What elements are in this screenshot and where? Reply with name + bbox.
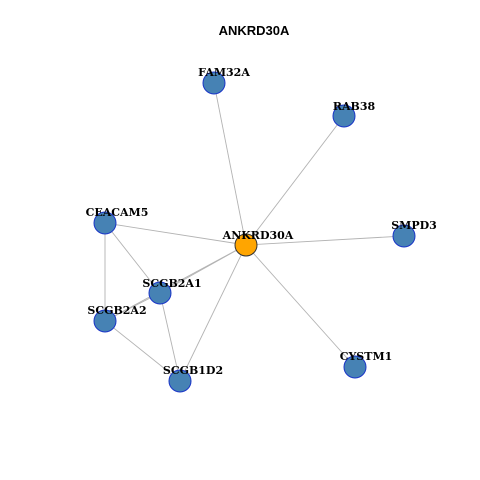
edge-scgb2a1-scgb1d2 — [159, 292, 181, 382]
edge-ankrd30a-cystm1 — [245, 244, 356, 368]
node-label-ankrd30a: ANKRD30A — [222, 229, 294, 242]
node-label-scgb2a1: SCGB2A1 — [142, 277, 201, 290]
labels-layer: ANKRD30A FAM32A RAB38CEACAM5SMPD3SCGB2A1SC… — [86, 66, 437, 377]
node-label-rab38: RAB38 — [333, 100, 376, 113]
node-label-scgb2a2: SCGB2A2 — [87, 304, 146, 317]
node-fam32a[interactable] — [202, 71, 226, 95]
edge-ankrd30a-ceacam5 — [104, 222, 247, 246]
node-label-smpd3: SMPD3 — [391, 219, 437, 232]
node-label-scgb1d2: SCGB1D2 — [163, 364, 223, 377]
edge-ankrd30a-scgb1d2 — [179, 244, 247, 382]
node-label-fam32a: FAM32A — [198, 66, 250, 79]
node-rab38[interactable] — [332, 104, 356, 128]
node-ceacam5[interactable] — [93, 211, 117, 235]
node-scgb2a1[interactable] — [148, 281, 172, 305]
edge-ankrd30a-scgb2a2 — [104, 244, 247, 322]
edge-ankrd30a-rab38 — [245, 115, 345, 246]
node-cystm1[interactable] — [343, 355, 367, 379]
node-smpd3[interactable] — [392, 224, 416, 248]
node-label-ceacam5: CEACAM5 — [86, 206, 149, 219]
edge-ankrd30a-smpd3 — [245, 235, 405, 246]
node-ankrd30a[interactable] — [234, 233, 258, 257]
node-scgb2a2[interactable] — [93, 309, 117, 333]
nodes-layer — [93, 71, 416, 393]
node-label-cystm1: CYSTM1 — [340, 350, 393, 363]
graph-title: ANKRD30A — [219, 23, 290, 38]
edge-scgb2a2-scgb1d2 — [104, 320, 181, 382]
edge-ceacam5-scgb2a1 — [104, 222, 161, 294]
node-scgb1d2[interactable] — [168, 369, 192, 393]
edge-ankrd30a-fam32a — [213, 82, 247, 246]
